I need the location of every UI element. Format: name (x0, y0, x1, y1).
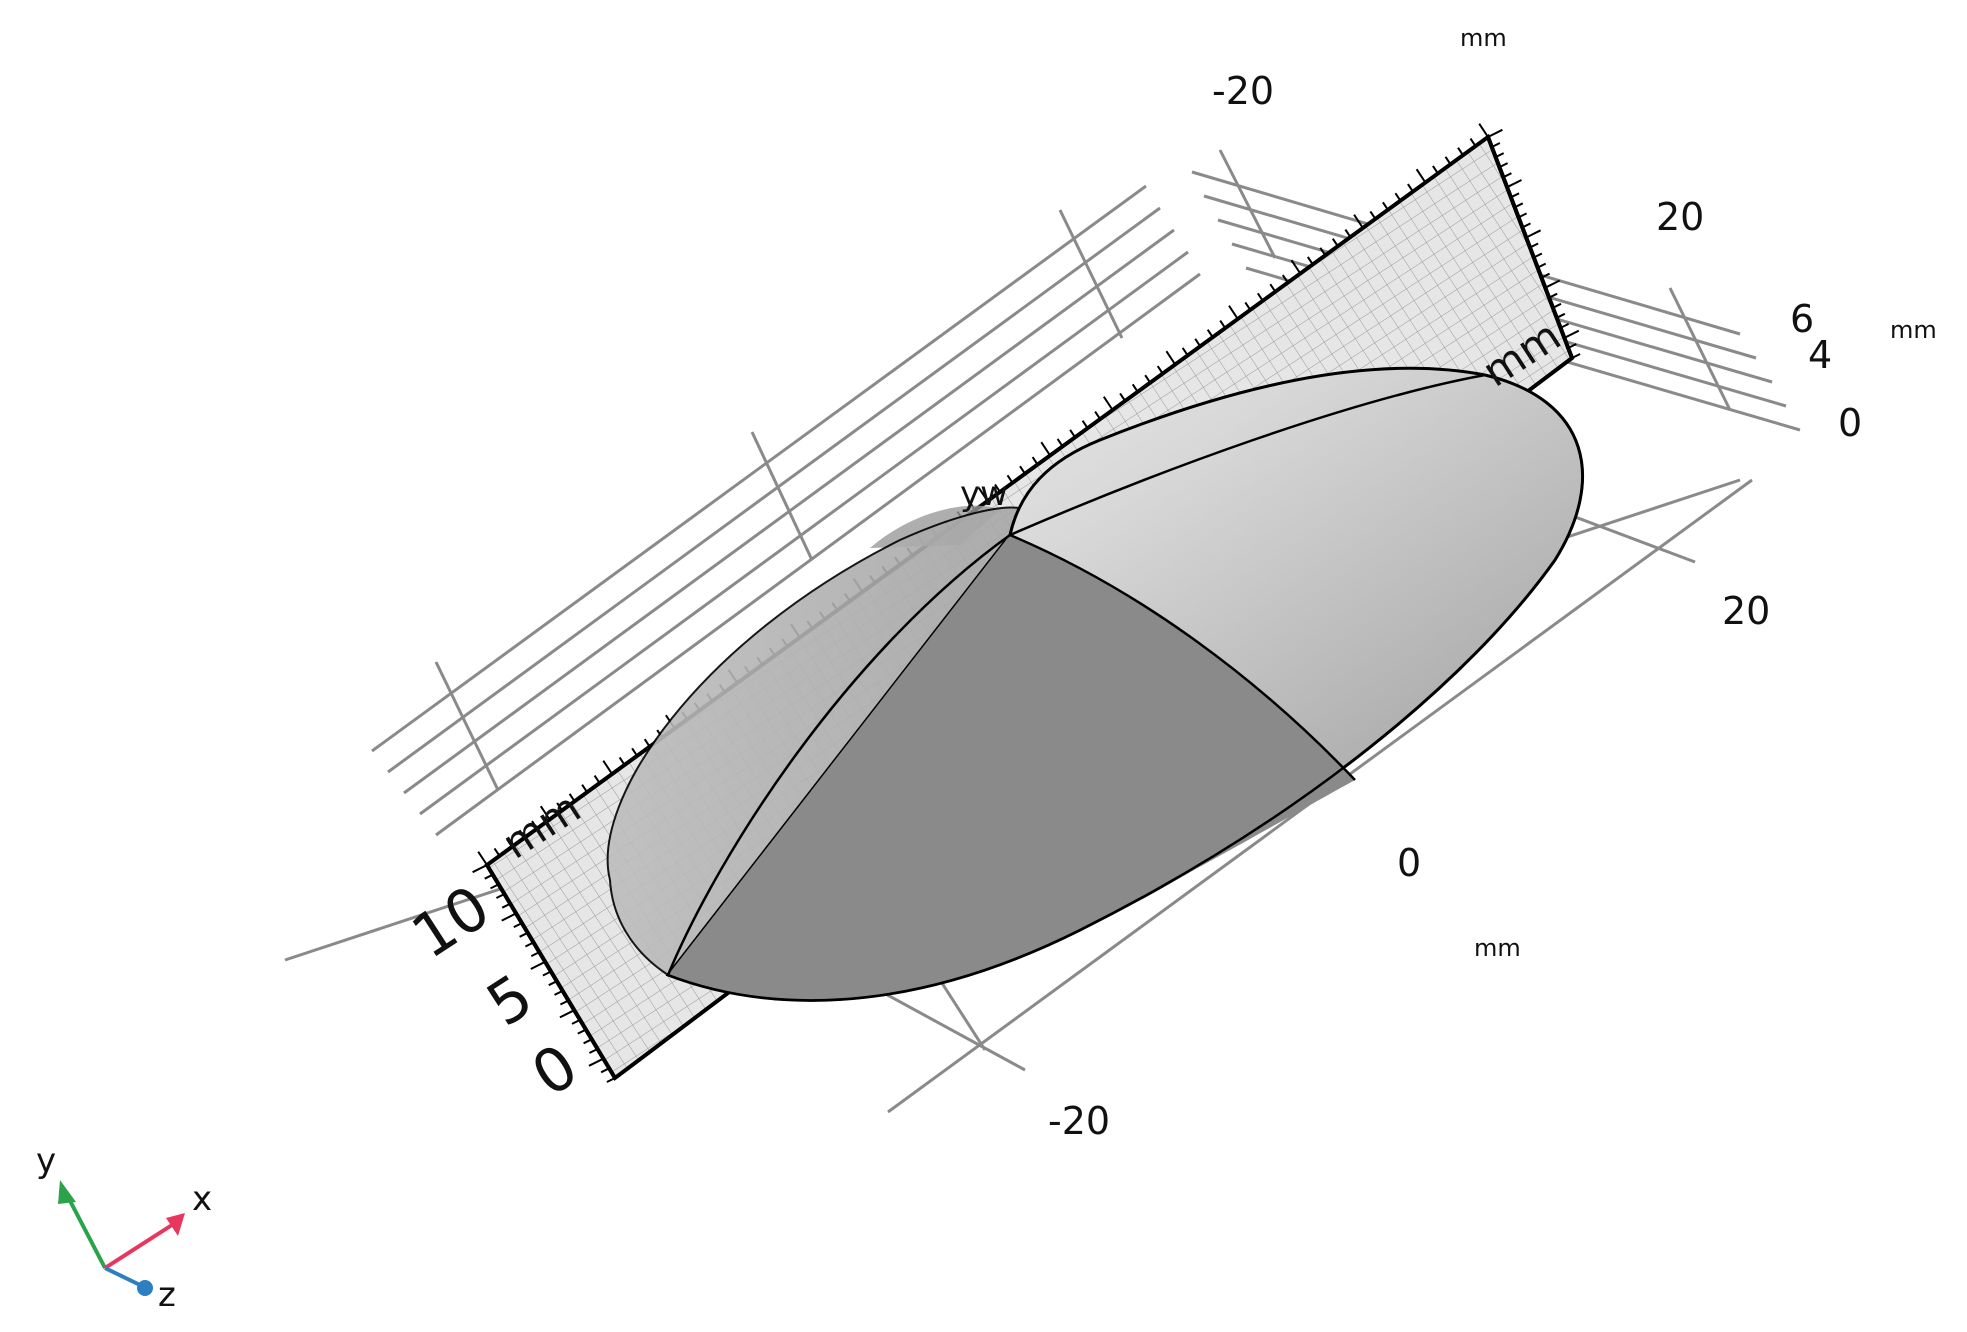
right-scale-tick-4: 4 (1808, 333, 1832, 377)
plane-tick-5: 5 (475, 961, 545, 1041)
ground-tick-20: 20 (1722, 589, 1770, 633)
triad-label-y: y (36, 1141, 56, 1181)
ground-tick-0: 0 (1397, 841, 1421, 885)
ground-tick-neg20: -20 (1048, 1099, 1110, 1143)
right-scale-tick-0: 0 (1838, 401, 1862, 445)
plane-tick-0: 0 (520, 1031, 590, 1111)
triad-label-z: z (158, 1275, 176, 1315)
ground-unit: mm (1474, 934, 1521, 962)
upper-grid-tick-20: 20 (1656, 195, 1704, 239)
right-scale-unit: mm (1890, 316, 1937, 344)
upper-left-grid (371, 184, 1201, 837)
plane-tick-10: 10 (400, 872, 502, 972)
upper-grid-tick-neg20: -20 (1212, 69, 1274, 113)
axis-triad: y x z (36, 1141, 212, 1315)
upper-grid-unit: mm (1460, 24, 1507, 52)
ellipsoid-solid (606, 366, 1585, 1002)
right-scale-tick-6: 6 (1790, 297, 1814, 341)
triad-label-x: x (192, 1179, 212, 1219)
plane-label-yw: yw (960, 474, 1008, 514)
